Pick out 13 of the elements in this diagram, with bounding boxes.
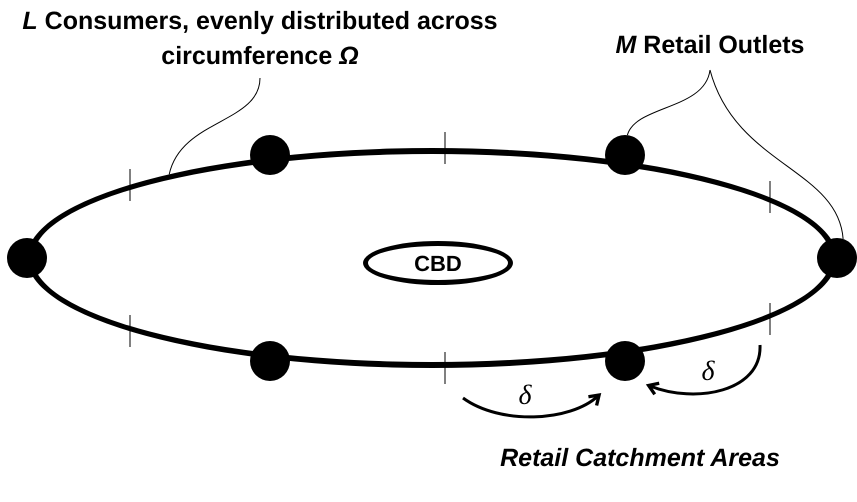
center-ellipse: CBD <box>363 241 513 285</box>
caption-text: Retail Catchment Areas <box>499 444 781 473</box>
annotation-text: M Retail Outlets <box>575 28 845 68</box>
outlet-dot <box>605 135 645 175</box>
leader-line <box>168 78 260 175</box>
leader-line <box>626 70 710 136</box>
outlet-dot <box>605 341 645 381</box>
delta-label: δ <box>700 356 716 388</box>
outlet-dot <box>817 238 857 278</box>
delta-label: δ <box>517 380 533 412</box>
outlet-dot <box>7 238 47 278</box>
leader-line <box>710 70 844 240</box>
annotation-text: L Consumers, evenly distributed across circumference Ω <box>5 4 515 76</box>
